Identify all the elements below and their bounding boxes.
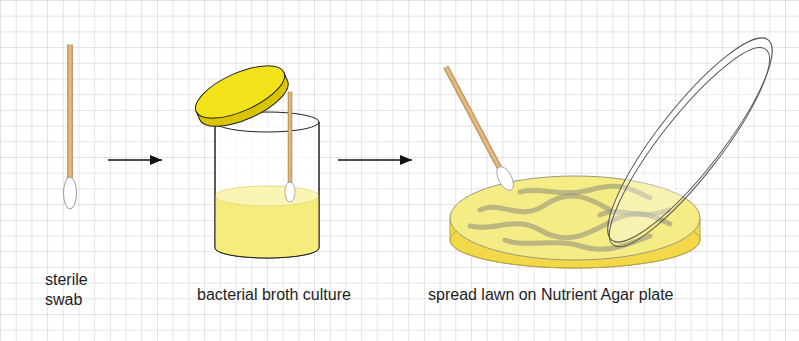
illustration-area	[165, 45, 335, 285]
illustration-area	[415, 35, 785, 285]
item-label: bacterial broth culture	[197, 285, 335, 305]
illustration-node: bacterial broth culture	[165, 45, 335, 305]
agar-plate-drawing	[440, 20, 795, 268]
beaker-drawing	[188, 55, 319, 258]
process-arrow	[108, 159, 162, 161]
illustration-area	[45, 45, 105, 270]
swab-drawing	[64, 45, 77, 209]
illustration-node: spread lawn on Nutrient Agar plate	[415, 35, 785, 305]
item-label: sterile swab	[45, 270, 105, 310]
illustration-node: sterile swab	[45, 45, 105, 310]
item-label: spread lawn on Nutrient Agar plate	[428, 285, 785, 305]
process-arrow	[338, 159, 412, 161]
